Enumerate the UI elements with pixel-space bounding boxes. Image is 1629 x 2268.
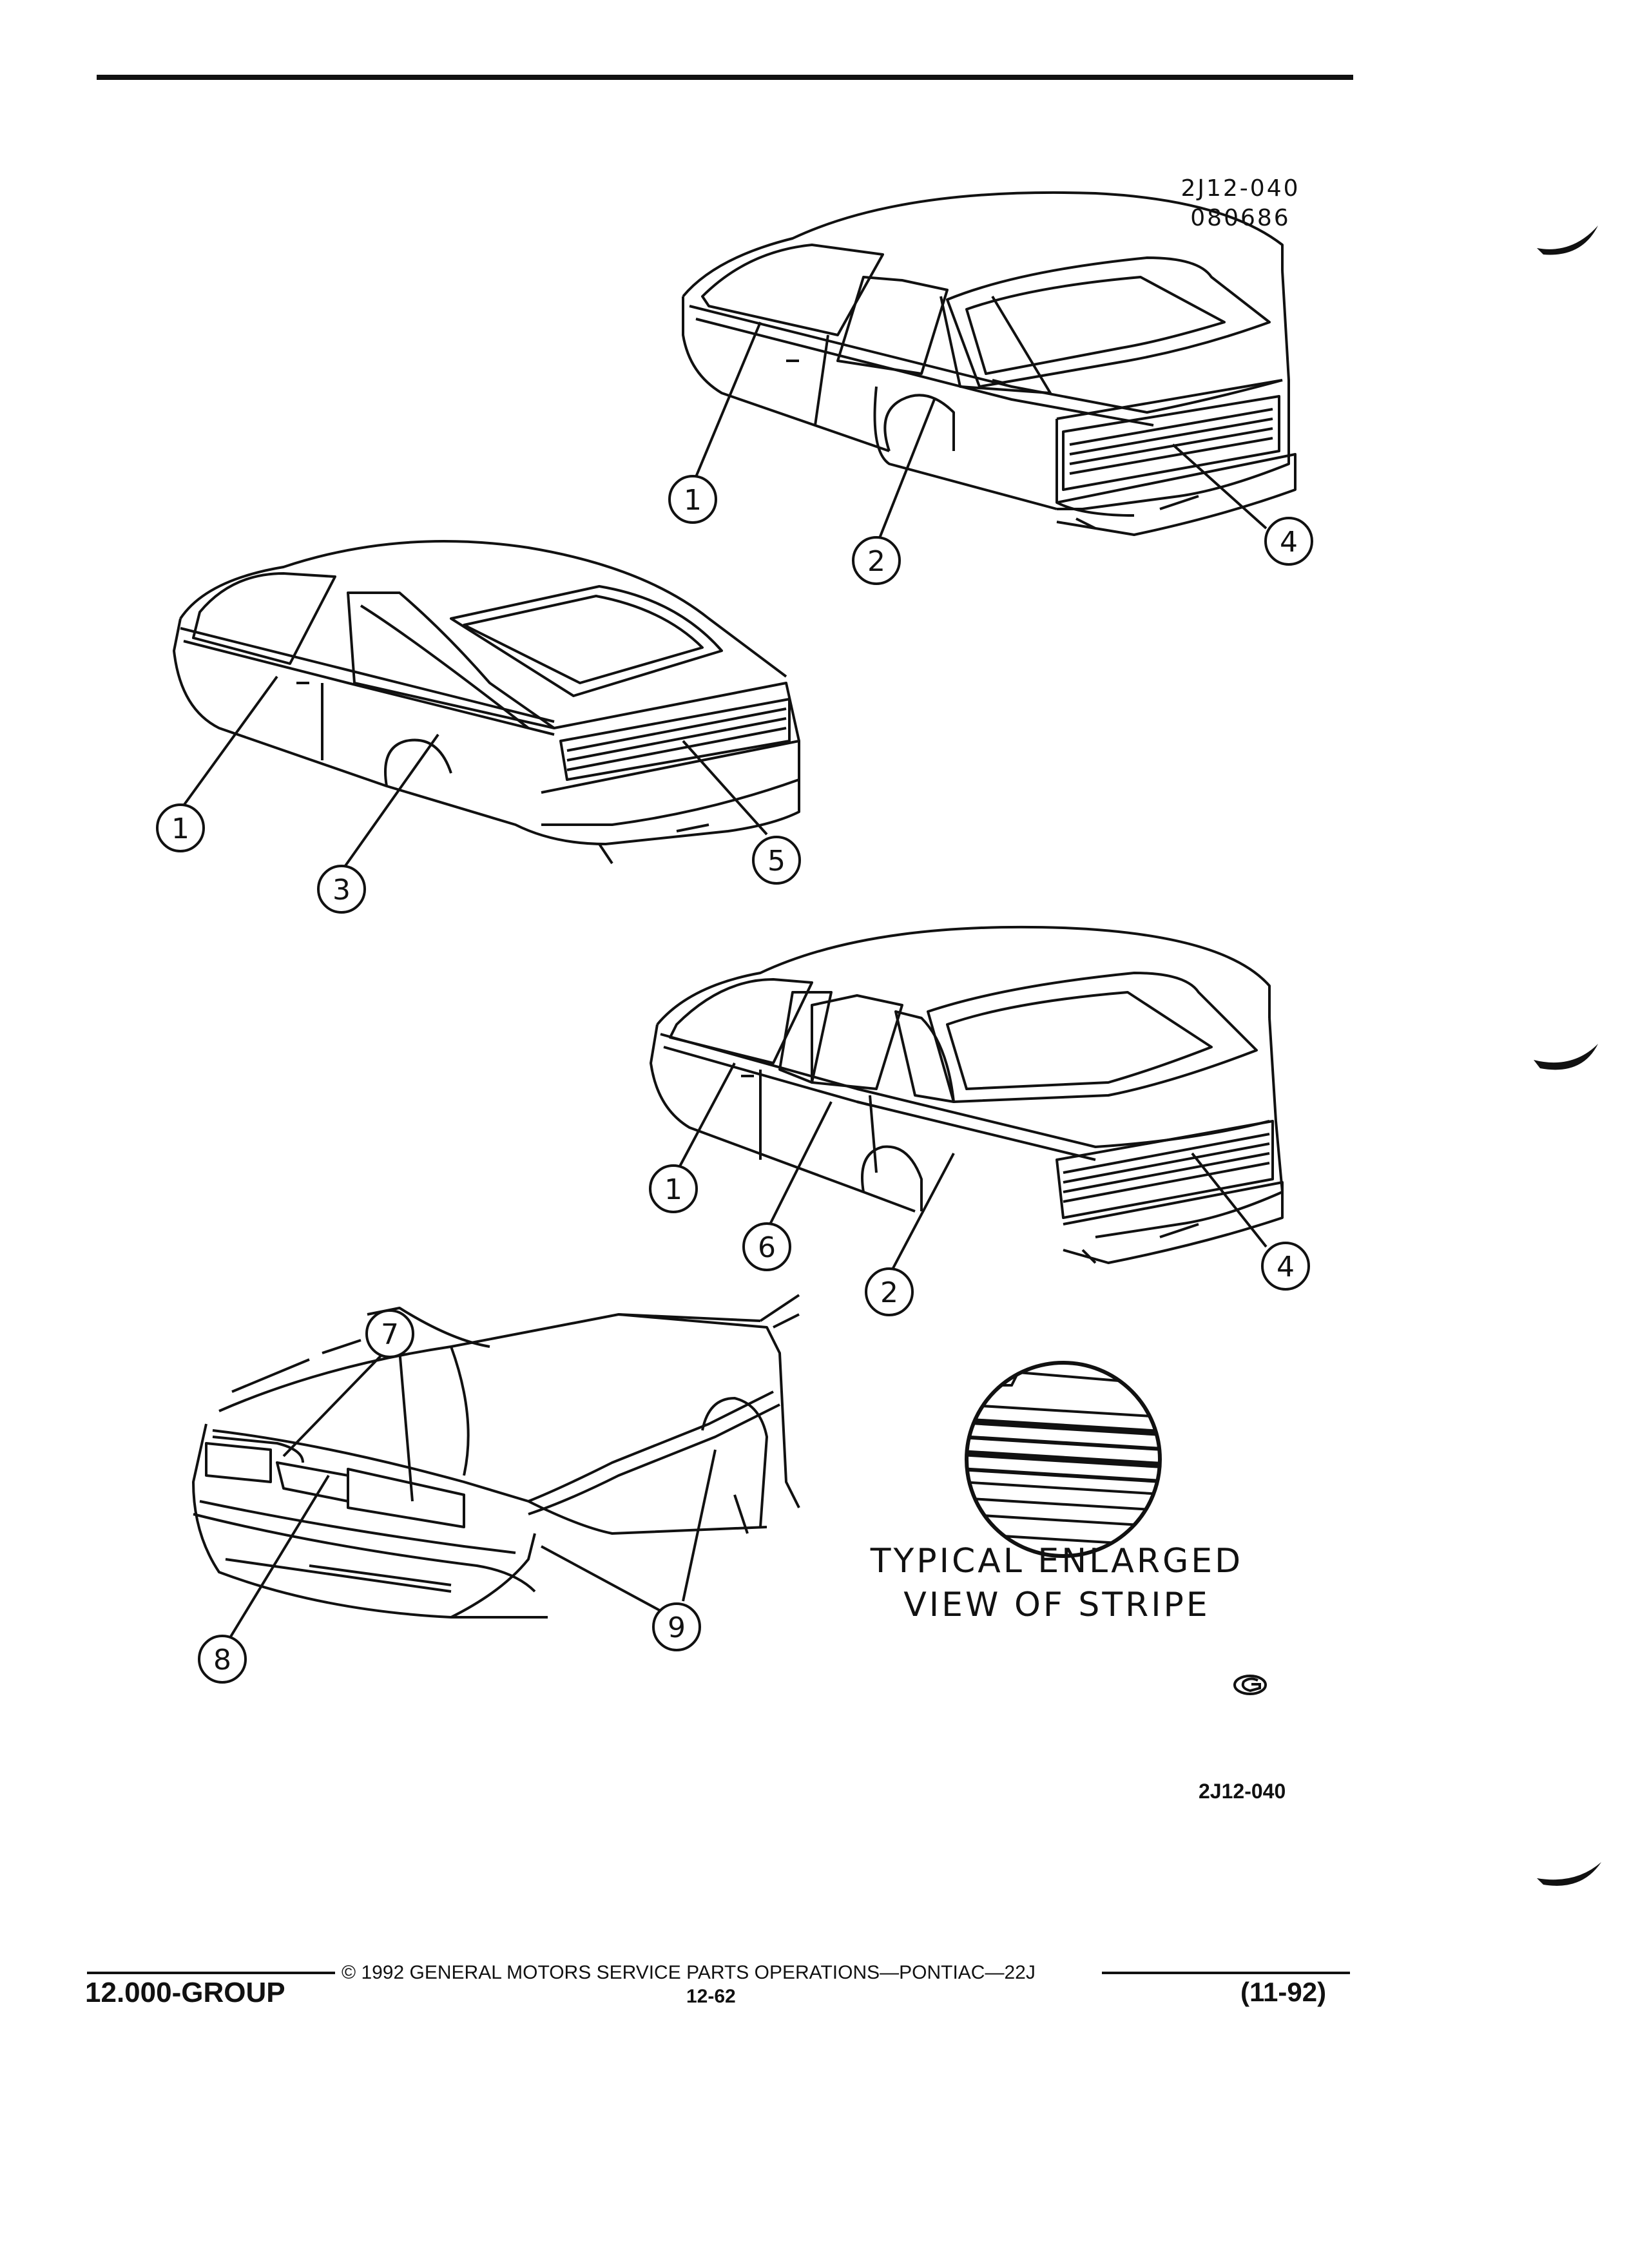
callout-circle-1c bbox=[649, 1164, 698, 1213]
figure-id: 2J12-040 bbox=[1199, 1780, 1286, 1803]
callout-circle-2b bbox=[865, 1267, 914, 1316]
callout-circle-1b bbox=[156, 803, 205, 852]
callout-circle-5 bbox=[752, 836, 801, 885]
drawing-code: 2J12-040 bbox=[1181, 175, 1300, 202]
footer-date: (11-92) bbox=[1240, 1977, 1327, 2007]
date-code: 080686 bbox=[1190, 205, 1291, 231]
callout-number-1c: 1 bbox=[664, 1173, 682, 1206]
callout-circle-4b bbox=[1261, 1242, 1310, 1291]
callout-circle-4a bbox=[1264, 517, 1313, 566]
callout-number-2b: 2 bbox=[880, 1276, 898, 1309]
callout-circle-2a bbox=[852, 536, 901, 585]
margin-marks bbox=[1534, 226, 1601, 1886]
callout-circle-9 bbox=[652, 1602, 701, 1651]
callout-circle-3 bbox=[317, 865, 366, 914]
callout-number-1b: 1 bbox=[171, 812, 189, 845]
callout-circle-7 bbox=[365, 1309, 414, 1358]
callout-number-8: 8 bbox=[213, 1644, 231, 1677]
callout-circle-1a bbox=[668, 475, 717, 524]
footer-copyright: © 1992 GENERAL MOTORS SERVICE PARTS OPER… bbox=[342, 1962, 1036, 1983]
callout-number-1a: 1 bbox=[684, 484, 702, 517]
callout-circle-6 bbox=[742, 1222, 791, 1271]
callout-number-4b: 4 bbox=[1277, 1251, 1295, 1283]
gm-mark-icon bbox=[1233, 1675, 1267, 1695]
enlarged-view-caption-line1: TYPICAL ENLARGED bbox=[870, 1542, 1244, 1581]
callout-circle-8 bbox=[198, 1635, 247, 1684]
footer-group: 12.000-GROUP bbox=[85, 1977, 285, 2008]
footer-page-number: 12-62 bbox=[686, 1986, 736, 2007]
callout-number-5: 5 bbox=[767, 845, 786, 878]
callout-number-6: 6 bbox=[758, 1231, 776, 1264]
callout-number-7: 7 bbox=[381, 1318, 399, 1351]
callout-number-2a: 2 bbox=[867, 545, 885, 578]
callout-circles bbox=[156, 475, 1313, 1684]
car-hatchback bbox=[173, 540, 800, 865]
callout-numbers: 1 2 4 1 3 5 1 6 2 4 7 8 9 bbox=[171, 484, 1298, 1677]
enlarged-view-caption-line2: VIEW OF STRIPE bbox=[903, 1586, 1210, 1624]
car-sedan-2door bbox=[682, 191, 1296, 536]
callout-number-4a: 4 bbox=[1280, 526, 1298, 559]
car-sedan-4door bbox=[650, 925, 1284, 1264]
front-end-detail bbox=[192, 1294, 800, 1619]
enlarged-stripe-view bbox=[965, 1361, 1162, 1558]
callout-number-9: 9 bbox=[668, 1611, 686, 1644]
callout-number-3: 3 bbox=[333, 874, 351, 907]
leader-lines bbox=[182, 322, 1268, 1641]
